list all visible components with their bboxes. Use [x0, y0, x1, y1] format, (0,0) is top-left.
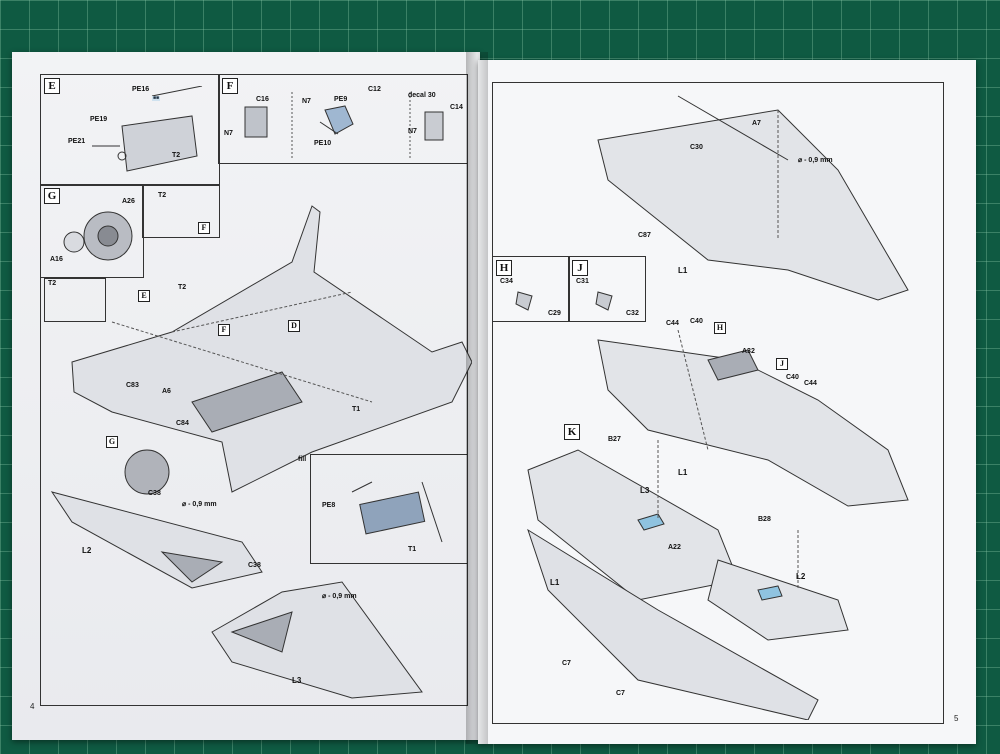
section-g-panel [40, 184, 144, 278]
label-a26: A26 [122, 198, 135, 205]
section-h-panel [492, 256, 570, 322]
label-n7-a: N7 [224, 130, 233, 137]
label-c87: C87 [638, 232, 651, 239]
fuselage-half-top-drawing [597, 95, 909, 301]
fuselage-half-mid-drawing [597, 330, 909, 507]
color-callout: ■■ [152, 95, 161, 101]
label-t1-detail: T1 [408, 546, 417, 553]
label-c30: C30 [690, 144, 703, 151]
section-letter-f: F [222, 78, 238, 94]
label-l2-right: L2 [796, 572, 806, 581]
label-dia-b: ⌀ - 0,9 mm [322, 593, 357, 600]
label-c14: C14 [450, 104, 463, 111]
detail-small-panel [44, 278, 106, 322]
ref-letter-f: F [198, 222, 210, 234]
label-c44-b: C44 [804, 380, 817, 387]
page-frame-right [492, 82, 944, 724]
label-l1-c: L1 [550, 578, 560, 587]
label-dia: ⌀ - 0,9 mm [798, 157, 833, 164]
label-pe21: PE21 [68, 138, 86, 145]
label-a22: A22 [668, 544, 681, 551]
section-letter-g: G [44, 188, 60, 204]
label-pe10: PE10 [314, 140, 332, 147]
label-a32: A32 [742, 348, 755, 355]
ref-letter-h: H [714, 322, 726, 334]
instruction-page-left: E PE16 PE19 PE21 T2 ■■ F C16 N7 N7 PE9 C… [12, 52, 480, 740]
section-letter-h: H [496, 260, 512, 276]
label-a16: A16 [50, 256, 63, 263]
label-c29: C29 [548, 310, 561, 317]
section-f-panel [218, 74, 468, 164]
book-fold-shadow [466, 52, 488, 744]
label-l3-right: L3 [640, 486, 650, 495]
ref-letter-j: J [776, 358, 788, 370]
label-a6: A6 [162, 388, 171, 395]
label-t2-g: T2 [158, 192, 167, 199]
section-e-panel [40, 74, 220, 186]
section-j-panel [568, 256, 646, 322]
label-c7-a: C7 [562, 660, 571, 667]
page-number-right: 5 [954, 714, 959, 723]
label-l1-b: L1 [678, 468, 688, 477]
label-n7-c: N7 [408, 128, 417, 135]
label-pe19: PE19 [90, 116, 108, 123]
label-c12: C12 [368, 86, 381, 93]
bracket-parts-drawing [515, 291, 613, 311]
label-c34: C34 [500, 278, 513, 285]
cockpit-detail-drawing [351, 481, 443, 543]
section-letter-j: J [572, 260, 588, 276]
label-c32: C32 [626, 310, 639, 317]
label-c38-b: C38 [248, 562, 261, 569]
ref-letter-g: G [106, 436, 118, 448]
label-c83: C83 [126, 382, 139, 389]
label-pe9: PE9 [334, 96, 348, 103]
label-l2: L2 [82, 546, 92, 555]
label-l3: L3 [292, 676, 302, 685]
wing-l3-drawing [211, 581, 423, 699]
engine-drawing [63, 211, 133, 261]
label-b28: B28 [758, 516, 771, 523]
section-letter-k: K [564, 424, 580, 440]
fuselage-drawing [71, 205, 472, 495]
label-b27: B27 [608, 436, 621, 443]
page-number-left: 4 [30, 702, 35, 711]
label-c84: C84 [176, 420, 189, 427]
wing-assembly-drawing [527, 440, 849, 720]
label-pe8: PE8 [322, 502, 336, 509]
label-c40-a: C40 [690, 318, 703, 325]
label-c44-a: C44 [666, 320, 679, 327]
label-c31: C31 [576, 278, 589, 285]
label-pe16: PE16 [132, 86, 150, 93]
ref-letter-d: D [288, 320, 300, 332]
label-a7: A7 [752, 120, 761, 127]
rudder-drawing [92, 86, 203, 172]
label-t2-small: T2 [48, 280, 57, 287]
label-dia-a: ⌀ - 0,9 mm [182, 501, 217, 508]
ref-letter-e: E [138, 290, 150, 302]
label-n7-b: N7 [302, 98, 311, 105]
label-c40-b: C40 [786, 374, 799, 381]
instruction-page-right: A7 C30 ⌀ - 0,9 mm C87 L1 H C34 C29 J C31… [478, 60, 976, 744]
label-c38-a: C38 [148, 490, 161, 497]
ref-letter-f-2: F [218, 324, 230, 336]
label-c7-b: C7 [616, 690, 625, 697]
label-t1: T1 [352, 406, 361, 413]
label-t2-main: T2 [178, 284, 187, 291]
cockpit-detail-panel [310, 454, 468, 564]
label-c16: C16 [256, 96, 269, 103]
label-fill: fill [298, 456, 307, 463]
label-t2-e: T2 [172, 152, 181, 159]
label-decal: decal 30 [408, 92, 436, 99]
cockpit-parts-drawing [244, 92, 444, 160]
label-l1-a: L1 [678, 266, 688, 275]
section-letter-e: E [44, 78, 60, 94]
detail-t2-panel [142, 184, 220, 238]
wing-l2-drawing [50, 491, 263, 589]
